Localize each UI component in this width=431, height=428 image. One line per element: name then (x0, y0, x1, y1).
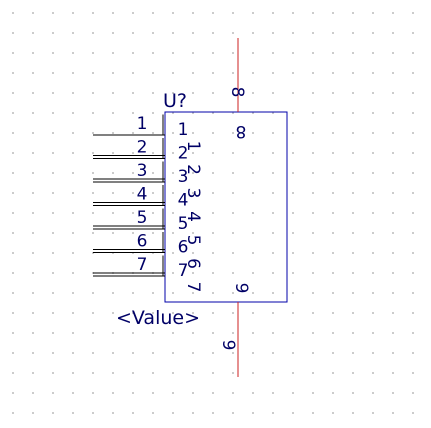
pin-left-number: 7 (137, 255, 148, 275)
pin-top-name: 8 (236, 121, 247, 141)
pin-left-name: 4 (178, 191, 189, 211)
pin-left-number: 5 (137, 208, 148, 228)
pin-left-name: 1 (178, 120, 189, 140)
pin-left-rotated-label: 3 (183, 188, 203, 199)
pin-left-rotated-label: 4 (183, 211, 203, 222)
component-value[interactable]: <Value> (116, 307, 200, 329)
pin-left-name: 2 (178, 144, 189, 164)
pin-top-number: 8 (227, 87, 247, 98)
pin-bottom-number: 9 (218, 340, 238, 351)
pin-left-number: 6 (137, 232, 148, 252)
pin-left-name: 7 (178, 261, 189, 281)
pin-left-number: 3 (137, 161, 148, 181)
component-body[interactable] (164, 111, 288, 303)
pin-left-rotated-label: 1 (183, 141, 203, 152)
pin-left-number: 2 (137, 138, 148, 158)
pin-left-name: 3 (178, 167, 189, 187)
pin-top-8[interactable]: 8 8 (227, 38, 247, 141)
pin-bottom-name: 9 (231, 283, 251, 294)
component-reference[interactable]: U? (163, 90, 187, 112)
pin-left-name: 6 (178, 238, 189, 258)
pin-left-rotated-label: 6 (183, 258, 203, 269)
pin-left-number: 1 (137, 114, 148, 134)
pin-left-name: 5 (178, 214, 189, 234)
pin-left-rotated-label: 2 (183, 164, 203, 175)
pin-left-rotated-label: 7 (183, 282, 203, 293)
pin-left-rotated-label: 5 (183, 235, 203, 246)
pin-bottom-9[interactable]: 9 9 (218, 283, 251, 377)
pin-left-number: 4 (137, 185, 148, 205)
